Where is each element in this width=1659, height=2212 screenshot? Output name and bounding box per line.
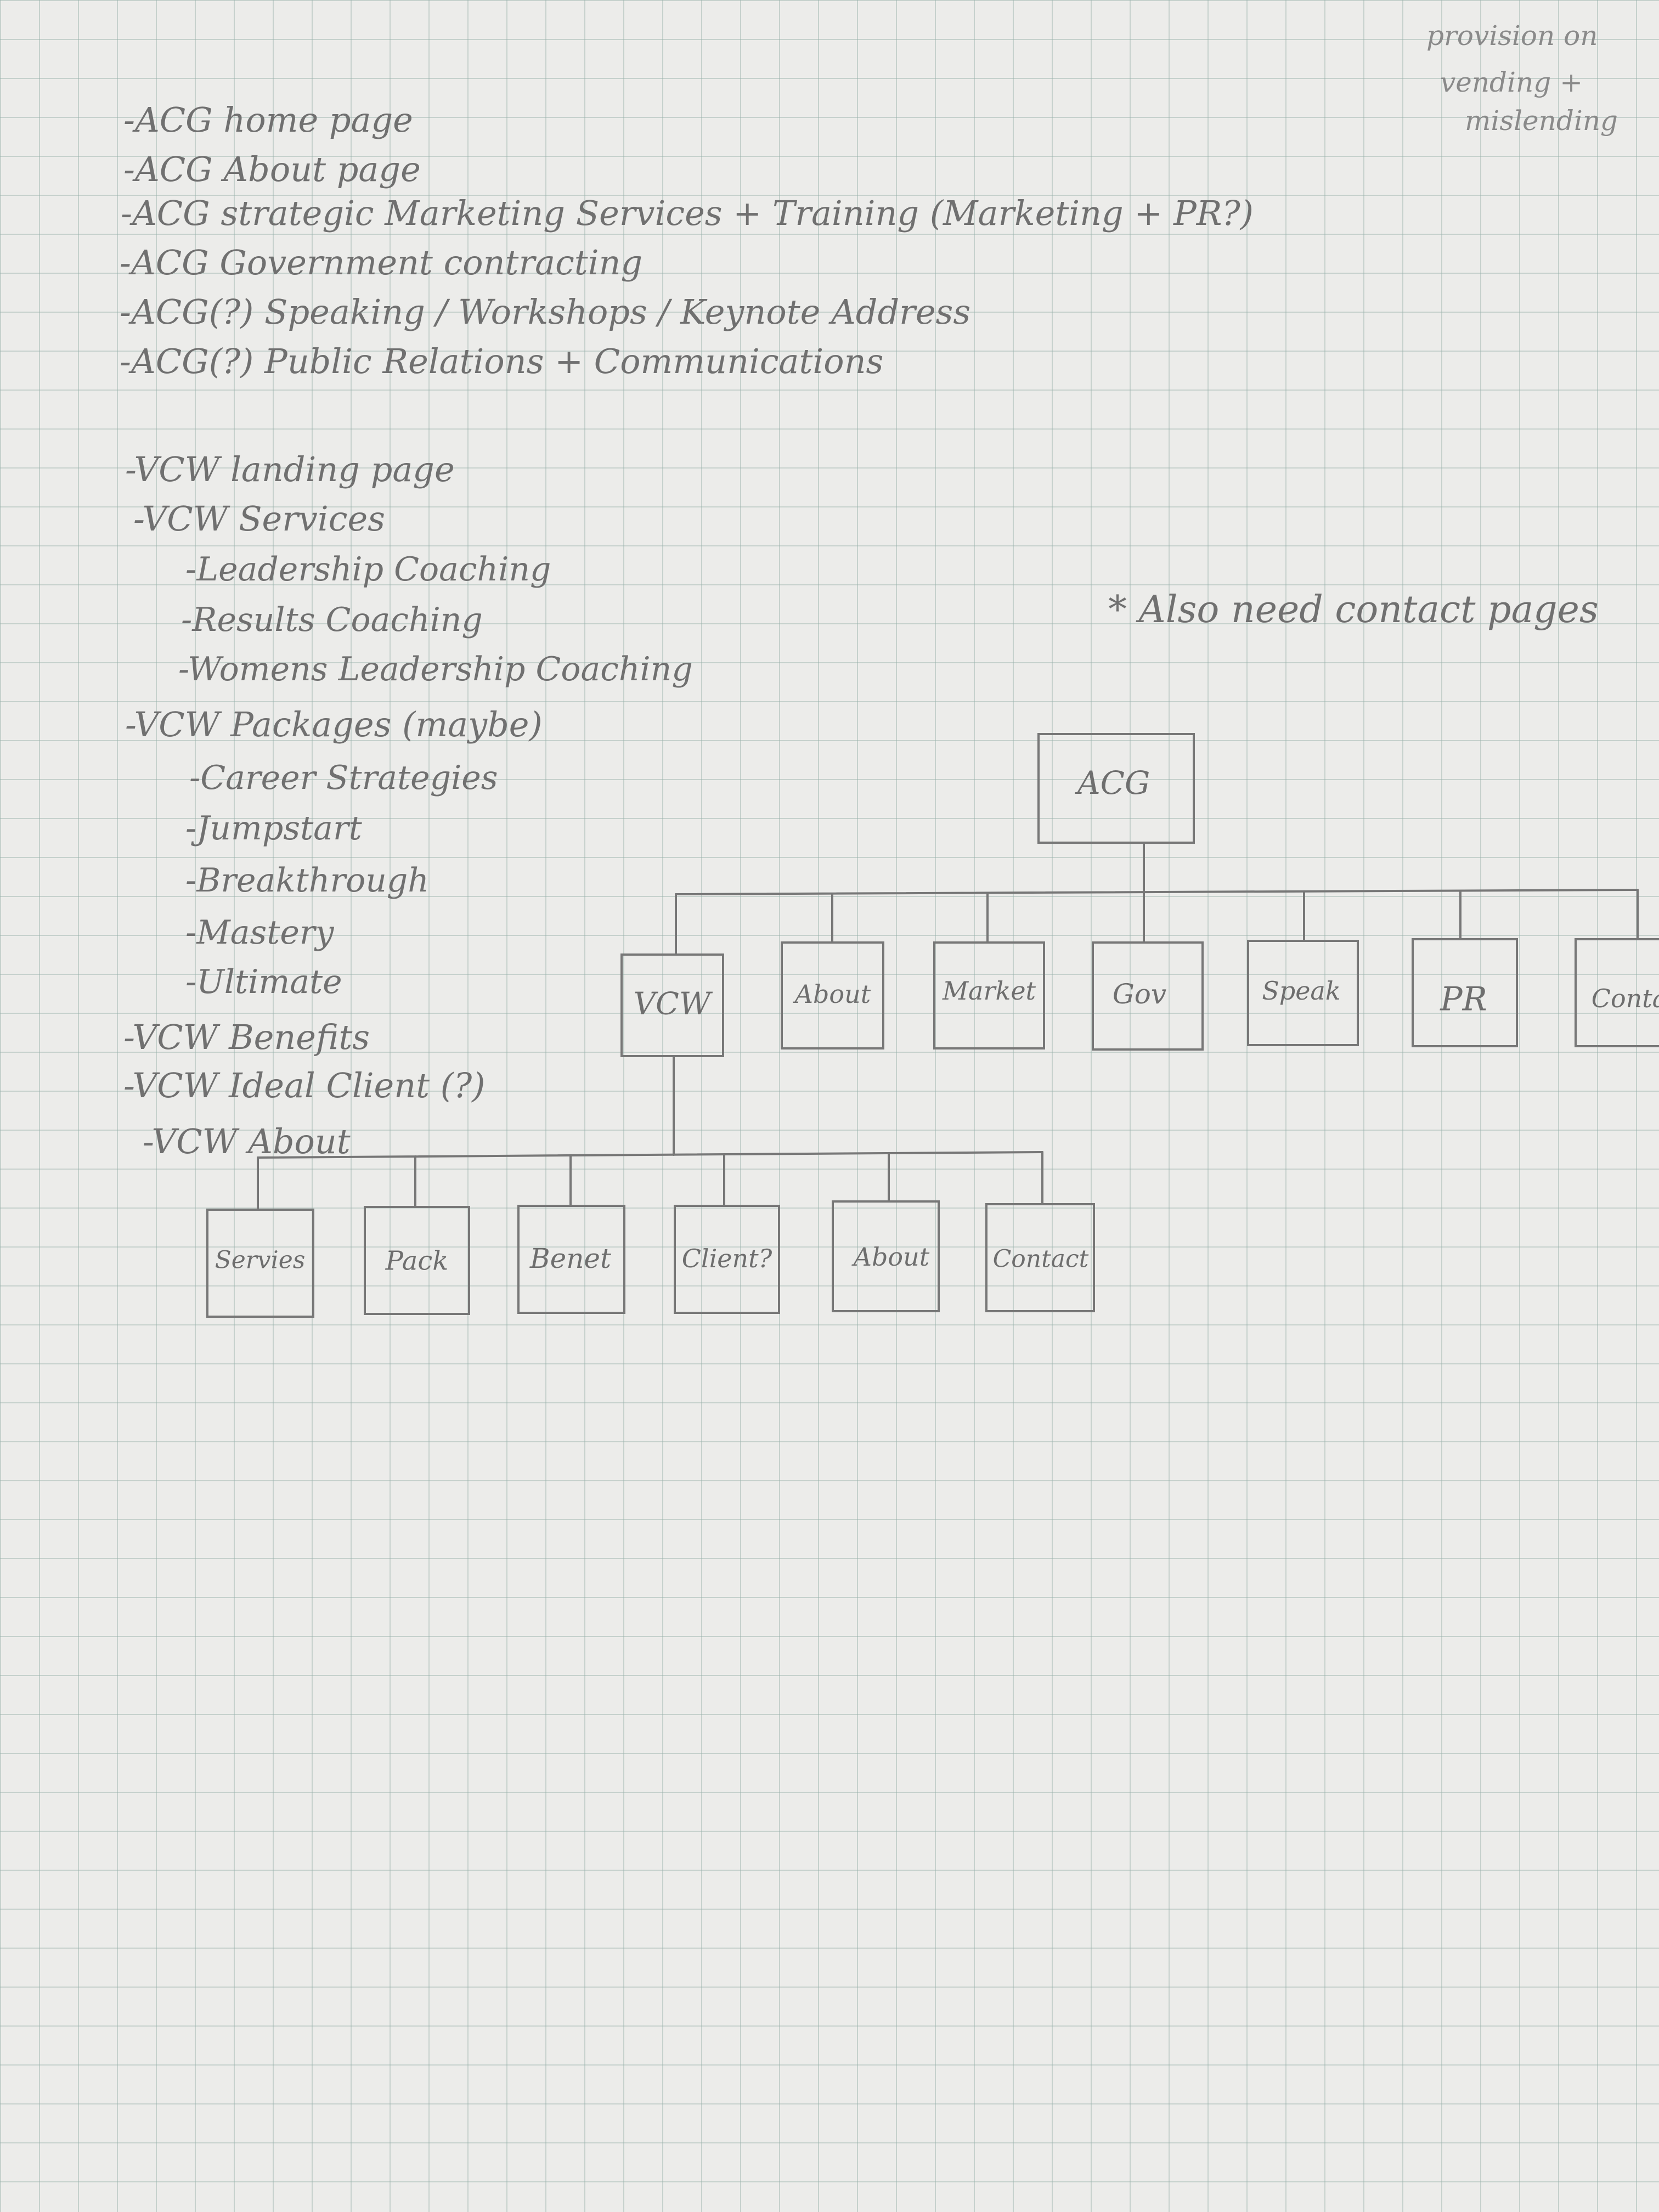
node-label: About — [793, 979, 871, 1009]
list-item: -ACG(?) Public Relations + Communication… — [120, 341, 884, 381]
node-box — [364, 1206, 470, 1315]
list-item: -Jumpstart — [185, 809, 362, 848]
list-item: -Leadership Coaching — [185, 550, 551, 589]
node-box — [1412, 938, 1518, 1047]
node-label: ACG — [1075, 764, 1150, 802]
list-item: -ACG home page — [123, 100, 413, 140]
node-label: VCW — [634, 986, 713, 1022]
node-label: Servies — [215, 1246, 306, 1274]
contact-pages-note: * Also need contact pages — [1108, 588, 1599, 631]
list-item: -Breakthrough — [185, 861, 429, 900]
list-item: -ACG Government contracting — [120, 242, 643, 283]
node-vcw-contact: Contact — [985, 1203, 1095, 1312]
node-box — [1575, 938, 1659, 1047]
node-box — [1092, 941, 1204, 1051]
node-label: Client? — [682, 1244, 772, 1273]
list-item: -Mastery — [185, 913, 334, 952]
node-label: PR — [1440, 980, 1487, 1019]
node-label: Contact — [993, 1245, 1089, 1273]
node-gov: Gov — [1092, 941, 1204, 1051]
node-pack: Pack — [364, 1206, 470, 1315]
list-item: -VCW Services — [133, 499, 385, 539]
node-client: Client? — [674, 1205, 780, 1314]
node-label: Speak — [1262, 976, 1340, 1006]
list-item: -VCW landing page — [125, 449, 455, 489]
node-box — [933, 941, 1045, 1049]
list-item: -ACG About page — [123, 149, 421, 189]
list-item: -VCW Benefits — [123, 1017, 370, 1057]
node-label: Benet — [529, 1243, 612, 1274]
level2-bus — [257, 1151, 1043, 1159]
node-box — [206, 1209, 314, 1318]
list-item: -VCW Ideal Client (?) — [123, 1065, 486, 1105]
corner-note-line-3: mislending — [1465, 105, 1618, 137]
node-box — [985, 1203, 1095, 1312]
node-box — [1247, 940, 1359, 1046]
node-box — [620, 953, 724, 1057]
node-about: About — [781, 941, 884, 1049]
node-label: Gov — [1113, 978, 1166, 1010]
node-contact: Conta — [1575, 938, 1659, 1047]
list-item: -VCW About — [143, 1121, 351, 1161]
corner-note-line-2: vending + — [1440, 66, 1583, 98]
node-benet: Benet — [517, 1205, 625, 1314]
node-servies: Servies — [206, 1209, 314, 1318]
node-vcw-about: About — [832, 1200, 940, 1312]
node-label: About — [851, 1242, 930, 1272]
list-item: -ACG(?) Speaking / Workshops / Keynote A… — [120, 292, 971, 332]
node-box — [1037, 733, 1195, 844]
sitemap-connectors — [257, 842, 1639, 1211]
list-item: -Results Coaching — [181, 601, 483, 639]
list-item: -Womens Leadership Coaching — [178, 650, 693, 689]
node-label: Conta — [1592, 984, 1659, 1013]
node-pr: PR — [1412, 938, 1518, 1047]
list-item: -Career Strategies — [189, 759, 498, 797]
node-label: Pack — [385, 1246, 449, 1277]
node-market: Market — [933, 941, 1045, 1049]
node-box — [781, 941, 884, 1049]
level1-bus — [675, 889, 1639, 895]
node-speak: Speak — [1247, 940, 1359, 1046]
corner-note-line-1: provision on — [1426, 20, 1598, 52]
list-item: -Ultimate — [185, 963, 342, 1001]
node-acg: ACG — [1037, 733, 1195, 844]
node-vcw: VCW — [620, 953, 724, 1057]
node-label: Market — [942, 976, 1036, 1006]
node-box — [674, 1205, 780, 1314]
list-item: -ACG strategic Marketing Services + Trai… — [121, 193, 1254, 233]
node-box — [832, 1200, 940, 1312]
node-box — [517, 1205, 625, 1314]
list-item: -VCW Packages (maybe) — [125, 704, 543, 744]
